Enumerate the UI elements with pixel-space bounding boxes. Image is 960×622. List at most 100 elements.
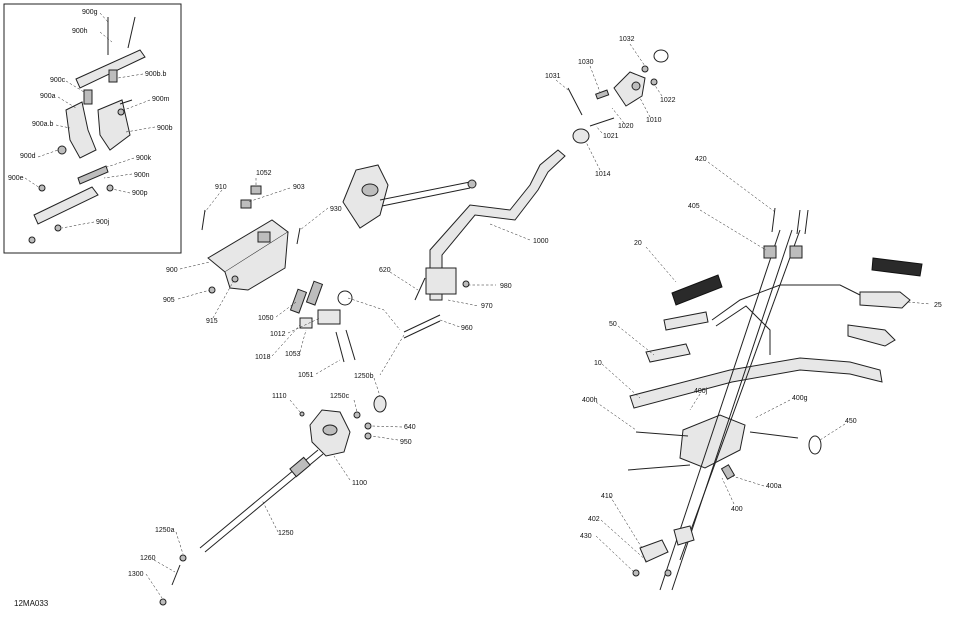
leader	[639, 97, 651, 118]
washer-1032	[641, 65, 649, 73]
leader	[589, 65, 601, 93]
nut-1250a	[179, 554, 187, 562]
callout-1052: 1052	[256, 170, 272, 177]
washer-950	[364, 432, 372, 440]
leader	[907, 301, 931, 305]
head-bore	[631, 81, 641, 91]
leader	[299, 207, 329, 231]
grip-heater-lower	[847, 324, 896, 347]
callout-430: 430	[580, 533, 592, 540]
bolt-400h	[635, 431, 689, 437]
callout-1260: 1260	[140, 555, 156, 562]
bolt-1051-b	[345, 329, 356, 361]
tie-rod-upper	[379, 181, 471, 201]
shaft-1021	[589, 117, 615, 127]
leader	[721, 477, 735, 505]
spacer-1050	[289, 288, 308, 314]
pivot-bore	[322, 424, 338, 436]
bolt-900g-b	[127, 16, 136, 49]
inset-detail-panel: 900g 900h 900c 900b.b 900a 900m 900a.b 9…	[3, 3, 182, 254]
leader	[585, 141, 601, 171]
bolt-right	[749, 431, 799, 439]
callout-905: 905	[163, 297, 175, 304]
screw-930	[296, 227, 301, 245]
bolt-420-c	[804, 209, 809, 235]
leader	[99, 12, 109, 23]
spacer-900c	[83, 89, 93, 105]
plate-900h	[75, 49, 146, 89]
callout-970: 970	[481, 303, 493, 310]
leader	[379, 334, 405, 376]
leader	[601, 363, 641, 399]
callout-900h: 900h	[72, 28, 88, 35]
nut-900j	[54, 224, 62, 232]
riser-leg-right	[679, 229, 801, 561]
callout-400h: 400h	[582, 397, 598, 404]
tie-rod-end-1260	[171, 564, 181, 586]
leader	[61, 221, 95, 229]
heater-wire	[711, 284, 861, 321]
callout-405: 405	[688, 203, 700, 210]
leader	[819, 423, 846, 441]
callout-640: 640	[404, 424, 416, 431]
bearing-1014	[572, 128, 590, 144]
bolt-400h-b	[627, 464, 691, 471]
callout-1250: 1250	[278, 530, 294, 537]
leader	[333, 455, 351, 481]
callout-420: 420	[695, 156, 707, 163]
leader	[595, 125, 603, 134]
leader	[287, 317, 321, 334]
screw-1110	[299, 411, 305, 417]
leader	[153, 559, 176, 573]
callout-1250c: 1250c	[330, 393, 350, 400]
bolt-910	[201, 209, 206, 231]
bracket-block	[257, 231, 271, 243]
leader	[489, 223, 531, 241]
leader	[371, 425, 403, 428]
grip-25	[871, 257, 923, 277]
leader	[212, 281, 234, 319]
nut-900d	[57, 145, 67, 155]
screw-900m	[117, 108, 125, 116]
screw-900m-shank	[119, 99, 133, 105]
callout-900p: 900p	[132, 190, 148, 197]
bolt-620	[414, 277, 426, 301]
callout-1300: 1300	[128, 571, 144, 578]
leader	[439, 319, 461, 328]
spacer-1050-b	[305, 280, 324, 306]
link-960	[403, 314, 441, 333]
callout-900c: 900c	[50, 77, 66, 84]
callout-900g: 900g	[82, 9, 98, 16]
callout-900b-b: 900b.b	[145, 71, 167, 78]
clamp-1012	[317, 309, 341, 325]
callout-1010: 1010	[646, 117, 662, 124]
callout-900j: 900j	[96, 219, 110, 226]
diagram-code: 12MA033	[14, 599, 49, 608]
nut-915	[231, 275, 239, 283]
leader	[373, 377, 381, 397]
nut-1052	[250, 185, 262, 195]
bolt-1051	[335, 331, 345, 363]
leader	[145, 573, 163, 599]
callout-20: 20	[634, 240, 642, 247]
leader	[611, 107, 625, 124]
head-1010	[613, 71, 646, 107]
leader	[57, 96, 77, 109]
leader	[247, 187, 291, 203]
callout-1053: 1053	[285, 351, 301, 358]
seal-1032	[653, 49, 669, 63]
leader	[204, 189, 223, 213]
leader	[175, 531, 184, 555]
callout-450: 450	[845, 418, 857, 425]
callout-950: 950	[400, 439, 412, 446]
callout-1018: 1018	[255, 354, 271, 361]
callout-900k: 900k	[136, 155, 152, 162]
callout-620: 620	[379, 267, 391, 274]
leader	[447, 299, 479, 307]
plate-900j	[33, 186, 99, 225]
callout-903: 903	[293, 184, 305, 191]
column-pivot	[425, 267, 457, 295]
leader	[707, 161, 776, 213]
callout-1021: 1021	[603, 133, 619, 140]
